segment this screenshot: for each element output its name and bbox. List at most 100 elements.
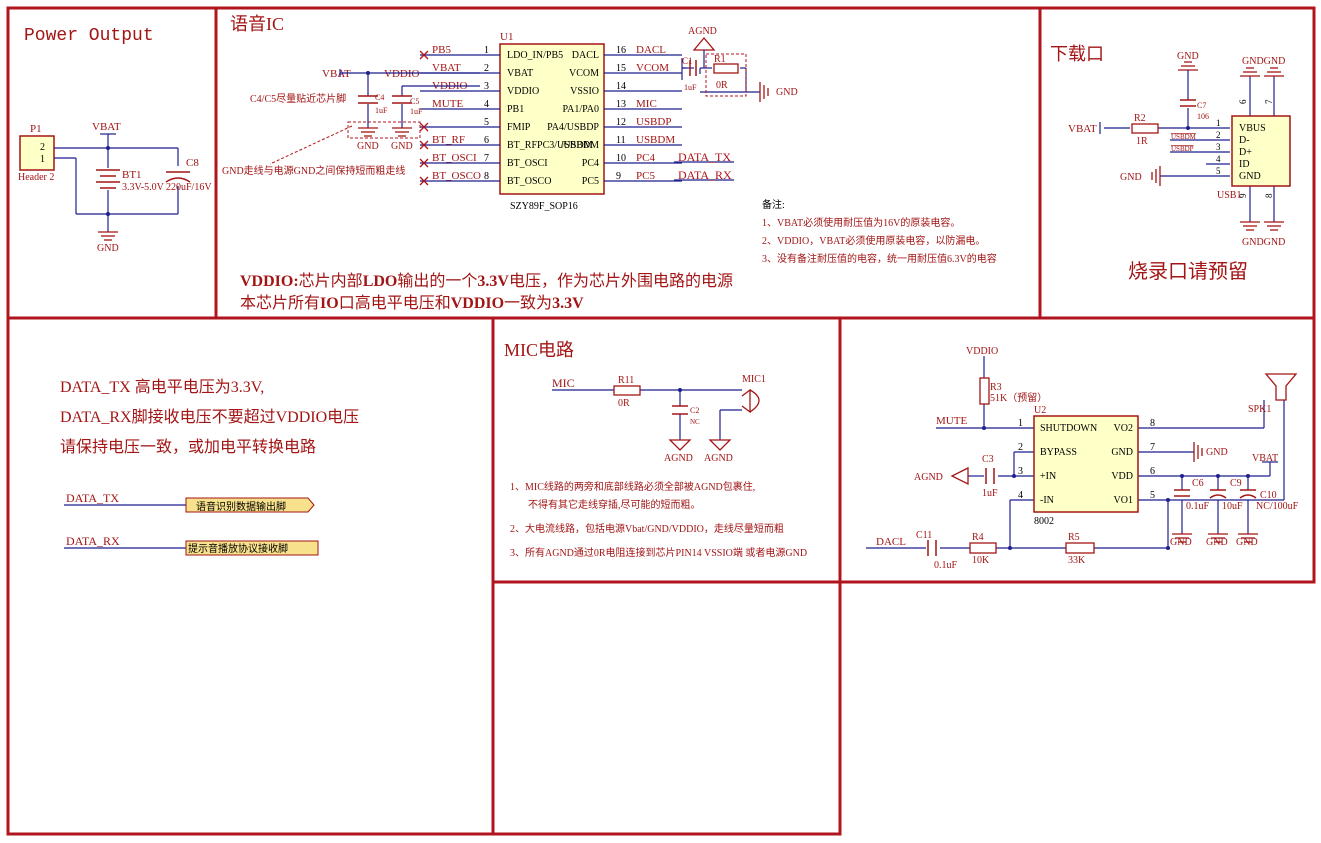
u2-pin-number: 2 [1018, 442, 1023, 453]
vcom-gnd-label: GND [776, 87, 798, 98]
usb-pin-name: VBUS [1239, 123, 1266, 134]
mic1-ref: MIC1 [742, 374, 766, 385]
u1-pin-name: DACL [572, 50, 599, 61]
mic-title: MIC电路 [504, 340, 574, 360]
agnd-symbol [692, 36, 716, 51]
c4-symbol [358, 95, 378, 104]
u1-pin-net: PB5 [432, 44, 451, 56]
usb1-ref: USB1 [1217, 190, 1241, 201]
c5-value: 1uF [410, 107, 423, 116]
u2-pin-number: 5 [1150, 490, 1155, 501]
power-section: Power Output P1 2 1 Header 2 VBAT BT1 3.… [18, 26, 212, 254]
u1-ref: U1 [500, 31, 513, 43]
battery-symbol [96, 169, 120, 189]
c7-gnd-symbol [1178, 61, 1198, 71]
usb-pin-number: 1 [1216, 118, 1221, 128]
mic-note-1: 1、MIC线路的两旁和底部线路必须全部被AGND包裹住, [510, 480, 755, 493]
p1-pin1: 1 [40, 154, 45, 165]
bt1-ref: BT1 [122, 169, 142, 181]
u1-name: SZY89F_SOP16 [510, 201, 578, 212]
u2-gnd-symbol [1193, 442, 1203, 462]
u1-pin-name: VDDIO [507, 86, 539, 97]
u1-pin-net: MUTE [432, 98, 463, 110]
u1-pin-name: FMIP [507, 122, 531, 133]
u2-pin-name: GND [1111, 447, 1133, 458]
mic1-symbol [741, 388, 751, 414]
r1-ref: R1 [714, 54, 726, 65]
r3-symbol [979, 377, 990, 405]
u1-pin-number: 16 [616, 45, 626, 56]
r4-ref: R4 [972, 532, 984, 543]
mic-junction [678, 388, 682, 392]
usb-pin-name: D- [1239, 135, 1250, 146]
usbdp-net: USBDP [1171, 145, 1194, 153]
uart-rx-net: DATA_RX [66, 534, 120, 548]
c9-value: 10uF [1222, 501, 1243, 512]
p1-pin2: 2 [40, 142, 45, 153]
u1-pin-number: 14 [616, 81, 626, 92]
agnd-label: AGND [688, 26, 717, 37]
u1-pin-number: 11 [616, 135, 626, 146]
amp-section: VDDIO [866, 346, 1299, 571]
u1-pin-number: 13 [616, 99, 626, 110]
u1-pin-number: 1 [484, 45, 489, 56]
c11-symbol [927, 540, 937, 556]
usbdm-net: USBDM [1171, 133, 1197, 141]
c7-gnd-label: GND [1177, 51, 1199, 62]
u2-ref: U2 [1034, 405, 1046, 416]
usb-pin-number: 5 [1216, 166, 1221, 176]
c10-value: NC/100uF [1256, 501, 1299, 512]
amp-vbat: VBAT [1252, 453, 1278, 464]
bt1-value: 3.3V-5.0V [122, 182, 165, 193]
c11-ref: C11 [916, 530, 932, 541]
no-connect-mark [419, 122, 429, 132]
u1-pin-net: BT_RF [432, 134, 465, 146]
speaker-symbol [1264, 373, 1298, 401]
u1-pin-name: VCOM [569, 68, 599, 79]
c2-symbol [672, 405, 688, 415]
download-wires [1104, 70, 1275, 222]
u1-pin-net: PC4 [636, 152, 655, 164]
gnd-note-leader [269, 125, 353, 165]
power-gnd-label: GND [97, 243, 119, 254]
r1-symbol [713, 63, 739, 74]
vddio-description-line2: 本芯片所有IO口高电平电压和VDDIO一致为3.3V [240, 294, 584, 312]
r1-zone [705, 53, 747, 97]
notes-title: 备注: [762, 198, 785, 211]
u1-pin-number: 9 [616, 171, 621, 182]
c7-ref: C7 [1197, 101, 1206, 110]
r5-symbol [1065, 542, 1095, 554]
cap-note: C4/C5尽量贴近芯片脚 [250, 92, 346, 105]
u2-pin-number: 8 [1150, 418, 1155, 429]
download-title: 下载口 [1050, 44, 1104, 64]
agnd-label-2: AGND [704, 453, 733, 464]
usb-gnd-label: GND [1120, 172, 1142, 183]
u2-pin-name: BYPASS [1040, 447, 1077, 458]
c7-value: 106 [1197, 112, 1209, 121]
no-connect-mark [419, 158, 429, 168]
note-1: 1、VBAT必须使用耐压值为16V的原装电容。 [762, 216, 960, 229]
u1-pin-number: 3 [484, 81, 489, 92]
rail-junction [366, 71, 370, 75]
voice-gnd-symbols [358, 127, 412, 137]
voice-rail-wires [352, 72, 480, 128]
c1-symbol [689, 60, 697, 76]
power-gnd-symbol [98, 231, 118, 241]
u1-pin-number: 2 [484, 63, 489, 74]
u1-pin-name: LDO_IN/PB5 [507, 50, 563, 61]
amp-junctions [1008, 474, 1250, 550]
rx-port [185, 540, 319, 556]
r2-symbol [1131, 123, 1159, 134]
tx-port-label: 语音识别数据输出脚 [196, 500, 286, 513]
uart-line2: DATA_RX脚接收电压不要超过VDDIO电压 [60, 408, 359, 426]
amp-gnd-2: GND [1206, 537, 1228, 548]
power-junction [106, 212, 110, 216]
gnd-label-c5: GND [391, 141, 413, 152]
r5-ref: R5 [1068, 532, 1080, 543]
vcom-gnd-symbol [759, 82, 769, 102]
mic-note-2: 2、大电流线路，包括电源Vbat/GND/VDDIO，走线尽量短而粗 [510, 522, 784, 535]
